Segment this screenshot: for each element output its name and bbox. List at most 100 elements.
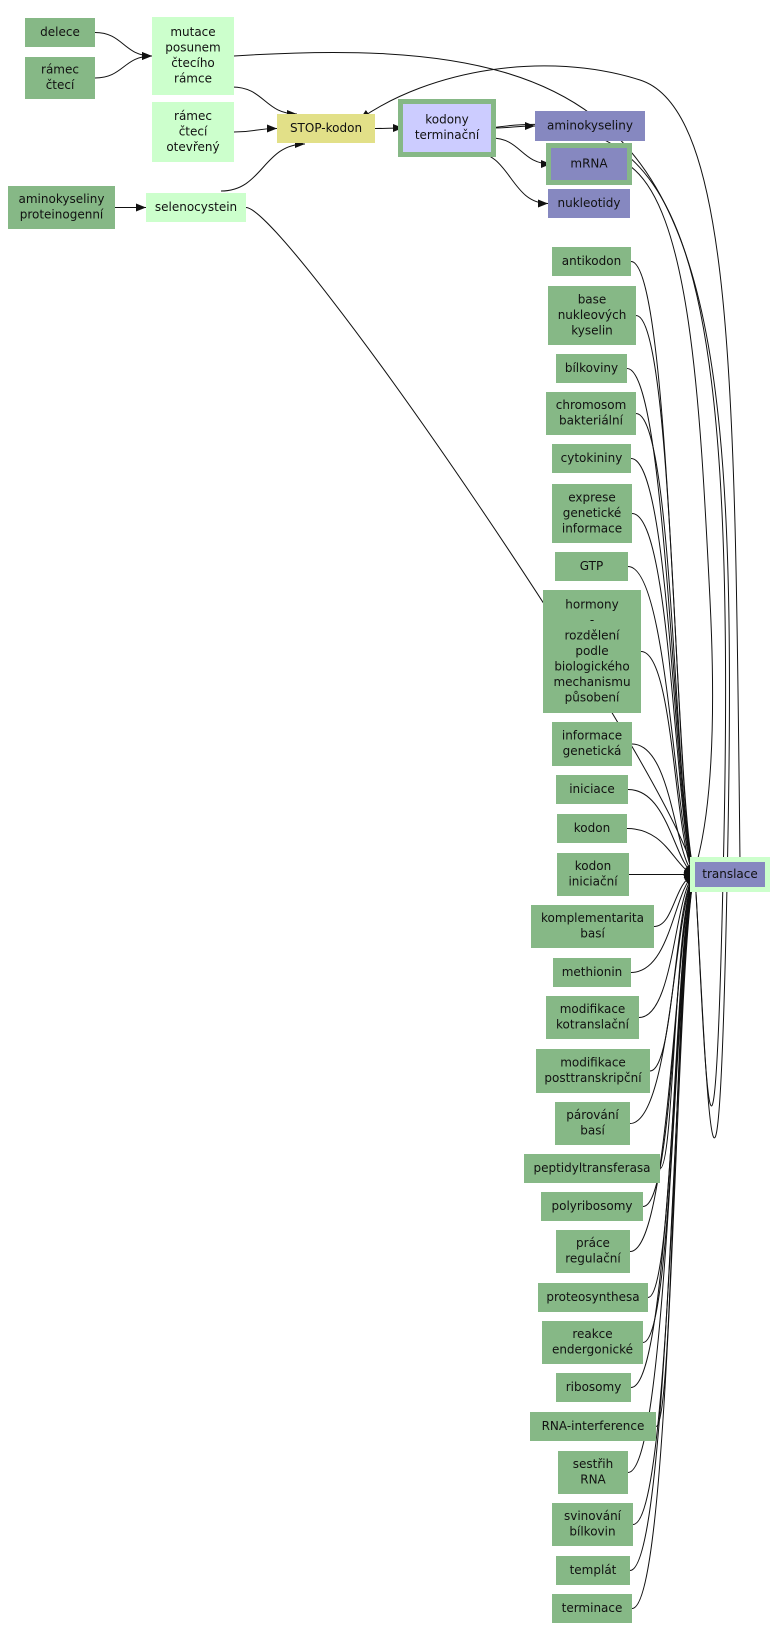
node-label-selenocystein-line-0: selenocystein: [155, 200, 237, 214]
node-label-bilkoviny-line-0: bílkoviny: [565, 361, 618, 375]
node-label-modifikace-kotranslacni-line-1: kotranslační: [556, 1018, 630, 1032]
node-label-svinovani-bilkovin-line-1: bílkovin: [569, 1525, 615, 1539]
node-label-ribosomy-line-0: ribosomy: [566, 1380, 622, 1394]
node-label-kodon-iniciacni-line-0: kodon: [575, 859, 611, 873]
node-label-nukleotidy-line-0: nukleotidy: [558, 196, 621, 210]
node-label-exprese-geneticke-informace-line-1: genetické: [563, 506, 622, 520]
node-label-iniciace-line-0: iniciace: [569, 782, 615, 796]
node-terminace: terminace: [552, 1594, 632, 1623]
node-box-templat: [556, 1556, 630, 1585]
node-label-modifikace-posttranskripcni-line-0: modifikace: [560, 1056, 626, 1070]
node-label-prace-regulacni-line-0: práce: [576, 1236, 610, 1250]
node-delece: delece: [25, 18, 95, 47]
node-label-mutace-posunem-line-1: posunem: [165, 41, 221, 55]
node-translace: translace: [690, 857, 770, 892]
node-box-ramec-cteci-otevreny: [152, 102, 234, 162]
node-label-templat-line-0: templát: [570, 1563, 617, 1577]
node-box-mrna: [551, 148, 627, 180]
node-box-exprese-geneticke-informace: [552, 484, 632, 543]
node-box-cytokininy: [552, 444, 631, 473]
node-box-chromosom-bakterialni: [546, 392, 636, 435]
node-label-hormony-line-0: hormony: [565, 597, 618, 611]
node-label-chromosom-bakterialni-line-1: bakteriální: [559, 414, 624, 428]
node-label-hormony-line-5: mechanismu: [553, 675, 630, 689]
node-label-kodon-iniciacni-line-1: iniciační: [568, 875, 618, 889]
node-svinovani-bilkovin: svinování bílkovin: [552, 1503, 633, 1546]
node-label-ramec-cteci-line-1: čtecí: [46, 78, 75, 92]
node-label-parovani-basi-line-1: basí: [580, 1124, 605, 1138]
node-label-proteosynthesa-line-0: proteosynthesa: [546, 1290, 639, 1304]
node-box-nukleotidy: [548, 189, 630, 218]
node-label-ramec-cteci-otevreny-line-2: otevřený: [166, 140, 219, 154]
node-label-informace-geneticka-line-1: genetická: [563, 744, 622, 758]
node-label-mutace-posunem-line-0: mutace: [170, 25, 215, 39]
node-label-mutace-posunem-line-2: čtecího: [171, 56, 215, 70]
node-kodon: kodon: [557, 814, 627, 843]
node-box-kodony-terminacni: [403, 104, 491, 152]
edge-chromosom-bakterialni-to-translace: [635, 413, 696, 875]
node-box-modifikace-kotranslacni: [546, 996, 639, 1039]
node-label-hormony-line-2: rozdělení: [565, 628, 621, 642]
node-box-svinovani-bilkovin: [552, 1503, 633, 1546]
node-label-kodon-line-0: kodon: [574, 821, 610, 835]
node-box-terminace: [552, 1594, 632, 1623]
node-label-informace-geneticka-line-0: informace: [562, 729, 622, 743]
node-box-iniciace: [556, 775, 628, 804]
node-box-aminokyseliny: [535, 111, 645, 141]
node-label-hormony-line-4: biologického: [554, 659, 629, 673]
node-box-polyribosomy: [541, 1192, 643, 1221]
node-label-exprese-geneticke-informace-line-0: exprese: [568, 490, 616, 504]
node-label-svinovani-bilkovin-line-0: svinování: [564, 1509, 622, 1523]
node-box-gtp: [555, 552, 628, 581]
node-box-methionin: [553, 958, 631, 987]
node-label-exprese-geneticke-informace-line-2: informace: [562, 521, 622, 535]
node-cytokininy: cytokininy: [552, 444, 631, 473]
node-box-antikodon: [552, 247, 631, 276]
edge-kodony-terminacni-to-mrna: [490, 137, 552, 168]
node-label-rna-interference-line-0: RNA-interference: [542, 1419, 645, 1433]
edge-gtp-to-translace: [627, 566, 695, 875]
node-label-aminokyseliny-line-0: aminokyseliny: [547, 118, 633, 132]
node-box-modifikace-posttranskripcni: [536, 1049, 650, 1093]
node-box-hormony: [543, 590, 641, 713]
node-label-antikodon-line-0: antikodon: [562, 254, 621, 268]
node-aminokyseliny: aminokyseliny: [535, 111, 645, 141]
node-label-stop-kodon-line-0: STOP-kodon: [290, 121, 362, 135]
node-label-polyribosomy-line-0: polyribosomy: [551, 1199, 632, 1213]
node-label-base-nukleovych-kyselin-line-2: kyselin: [571, 323, 613, 337]
edge-mutace-posunem-to-translace: [233, 51, 730, 1139]
node-label-mutace-posunem-line-3: rámce: [174, 72, 212, 86]
node-label-translace-line-0: translace: [702, 867, 758, 881]
edge-mrna-to-translace: [626, 163, 714, 875]
edge-parovani-basi-to-translace: [629, 874, 695, 1124]
node-box-komplementarita-basi: [531, 905, 654, 948]
node-label-ramec-cteci-otevreny-line-1: čtecí: [179, 124, 208, 138]
node-box-kodon-iniciacni: [557, 853, 629, 896]
edge-modifikace-kotranslacni-to-translace: [638, 874, 695, 1018]
node-label-gtp-line-0: GTP: [580, 559, 603, 573]
node-label-modifikace-posttranskripcni-line-1: posttranskripční: [544, 1071, 642, 1085]
node-label-parovani-basi-line-0: párování: [566, 1108, 619, 1122]
edge-informace-geneticka-to-translace: [631, 743, 695, 875]
node-label-kodony-terminacni-line-0: kodony: [425, 113, 469, 127]
node-label-komplementarita-basi-line-0: komplementarita: [541, 911, 644, 925]
node-label-aminokyseliny-proteinogenni-line-1: proteinogenní: [20, 208, 104, 222]
node-box-base-nukleovych-kyselin: [548, 286, 636, 345]
node-templat: templát: [556, 1556, 630, 1585]
node-label-hormony-line-3: podle: [575, 644, 608, 658]
node-box-peptidyltransferasa: [524, 1154, 660, 1183]
node-label-peptidyltransferasa-line-0: peptidyltransferasa: [533, 1161, 650, 1175]
edge-hormony-to-translace: [640, 651, 695, 875]
node-polyribosomy: polyribosomy: [541, 1192, 643, 1221]
edge-selenocystein-to-stop-kodon: [220, 140, 306, 192]
